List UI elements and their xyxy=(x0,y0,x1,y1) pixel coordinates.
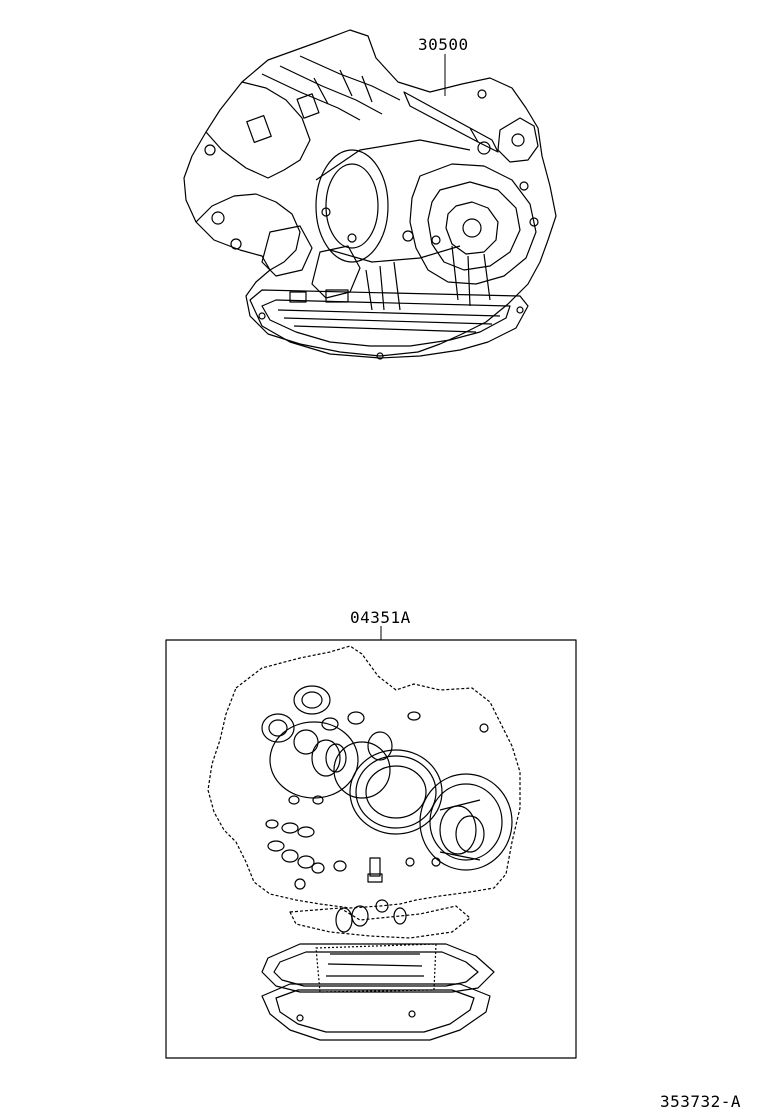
gasket-kit-drawing xyxy=(207,645,521,1041)
part-number-30500: 30500 xyxy=(418,35,469,54)
transaxle-assembly-drawing xyxy=(183,29,557,360)
figure-id: 353732-A xyxy=(660,1092,742,1111)
part-number-04351A: 04351A xyxy=(350,608,411,627)
kit-box xyxy=(165,639,577,1059)
